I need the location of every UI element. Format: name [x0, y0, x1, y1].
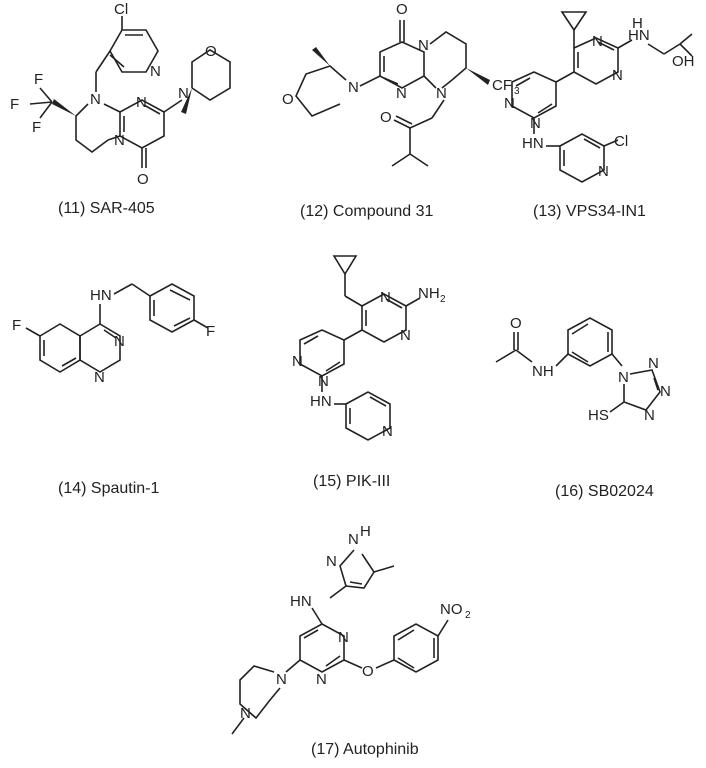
structure-spautin-1: N N F HN F: [12, 283, 215, 386]
atom-n: N: [326, 553, 337, 570]
atom-o: O: [396, 1, 408, 18]
structure-sar-405: Cl N N N N O F F F N O: [10, 1, 231, 188]
pyrazole-ring: [339, 549, 375, 589]
atom-n: N: [400, 327, 411, 344]
atom-h: H: [360, 523, 371, 540]
structure-pik-iii: N N NH 2 N N HN N: [292, 255, 446, 441]
atom-subscript-3: 3: [514, 86, 520, 97]
caption-sb02024: (16) SB02024: [555, 483, 654, 500]
pyrimidine-ring: [299, 623, 345, 673]
atom-cf3: CF: [492, 77, 512, 94]
atom-n: N: [380, 289, 391, 306]
caption-compound-31: (12) Compound 31: [300, 203, 434, 220]
atom-n: N: [90, 91, 101, 108]
caption-vps34-in1: (13) VPS34-IN1: [533, 203, 646, 220]
atom-n: N: [660, 383, 671, 400]
atom-n: N: [436, 85, 447, 102]
nitrophenyl-ring: [393, 623, 439, 673]
caption-spautin-1: (14) Spautin-1: [58, 480, 160, 497]
piperazine-ring: [239, 665, 281, 720]
atom-n: N: [396, 85, 407, 102]
atom-n: N: [136, 94, 147, 111]
atom-hn: HN: [522, 135, 544, 152]
atom-n: N: [612, 67, 623, 84]
atom-n: N: [598, 163, 609, 180]
atom-n: N: [618, 369, 629, 386]
atom-hs: HS: [588, 407, 609, 424]
atom-oh: OH: [672, 53, 695, 70]
atom-n: N: [504, 95, 515, 112]
atom-hn: HN: [290, 593, 312, 610]
atom-nh: NH: [532, 363, 554, 380]
atom-o: O: [510, 315, 522, 332]
atom-n: N: [530, 115, 541, 132]
atom-n: N: [114, 333, 125, 350]
chloropyridine-ring: [559, 133, 605, 183]
atom-no2: NO: [440, 601, 463, 618]
atom-n: N: [592, 33, 603, 50]
atom-n: N: [150, 63, 161, 80]
atom-hn: HN: [628, 27, 650, 44]
atom-o: O: [362, 663, 374, 680]
atom-o: O: [282, 91, 294, 108]
atom-h: H: [632, 15, 643, 32]
atom-subscript-2: 2: [465, 610, 471, 621]
atom-hn: HN: [310, 393, 332, 410]
atom-n: N: [114, 132, 125, 149]
atom-n: N: [348, 531, 359, 548]
atom-n: N: [382, 423, 393, 440]
atom-nh: NH: [418, 285, 440, 302]
atom-subscript-2: 2: [440, 294, 446, 305]
atom-f: F: [34, 71, 43, 88]
atom-cl: Cl: [114, 1, 128, 18]
caption-autophinib: (17) Autophinib: [311, 741, 419, 758]
atom-n: N: [316, 671, 327, 688]
structure-autophinib: N H N HN N N O NO 2 N N: [231, 523, 471, 735]
pyrimidine-ring-2: [511, 71, 557, 119]
structure-vps34-in1: N N HN H OH N N HN N Cl: [504, 11, 695, 183]
caption-pik-iii: (15) PIK-III: [313, 473, 391, 490]
atom-o: O: [137, 171, 149, 188]
morpholine-ring: [295, 65, 347, 117]
atom-n: N: [94, 369, 105, 386]
pyrimidine-ring-2: [299, 329, 345, 377]
atom-n: N: [338, 629, 349, 646]
cyclopropyl-ring: [560, 11, 588, 32]
atom-n: N: [178, 85, 189, 102]
tetrazole-ring: [623, 369, 661, 411]
atom-cl: Cl: [614, 133, 628, 150]
atom-hn: HN: [90, 287, 112, 304]
atom-n: N: [292, 353, 303, 370]
cyclopropyl-ring: [332, 255, 358, 276]
atom-n: N: [418, 37, 429, 54]
structure-compound-31: O N N N CF 3 O N O: [282, 1, 520, 167]
structure-sb02024: O NH N N N N HS: [495, 315, 671, 424]
caption-sar-405: (11) SAR-405: [58, 200, 155, 217]
atom-f: F: [12, 317, 21, 334]
atom-o: O: [205, 43, 217, 60]
atom-n: N: [348, 79, 359, 96]
morpholine-ring: [191, 49, 231, 101]
phenyl-ring: [567, 317, 613, 367]
atom-f: F: [32, 119, 41, 136]
benzo-ring: [39, 323, 81, 373]
atom-f: F: [206, 323, 215, 340]
atom-n: N: [276, 671, 287, 688]
atom-n: N: [644, 407, 655, 424]
atom-n: N: [318, 373, 329, 390]
atom-f: F: [10, 96, 19, 113]
atom-n: N: [240, 705, 251, 722]
atom-n: N: [648, 355, 659, 372]
pyridine-ring: [345, 391, 391, 441]
atom-o: O: [380, 109, 392, 126]
